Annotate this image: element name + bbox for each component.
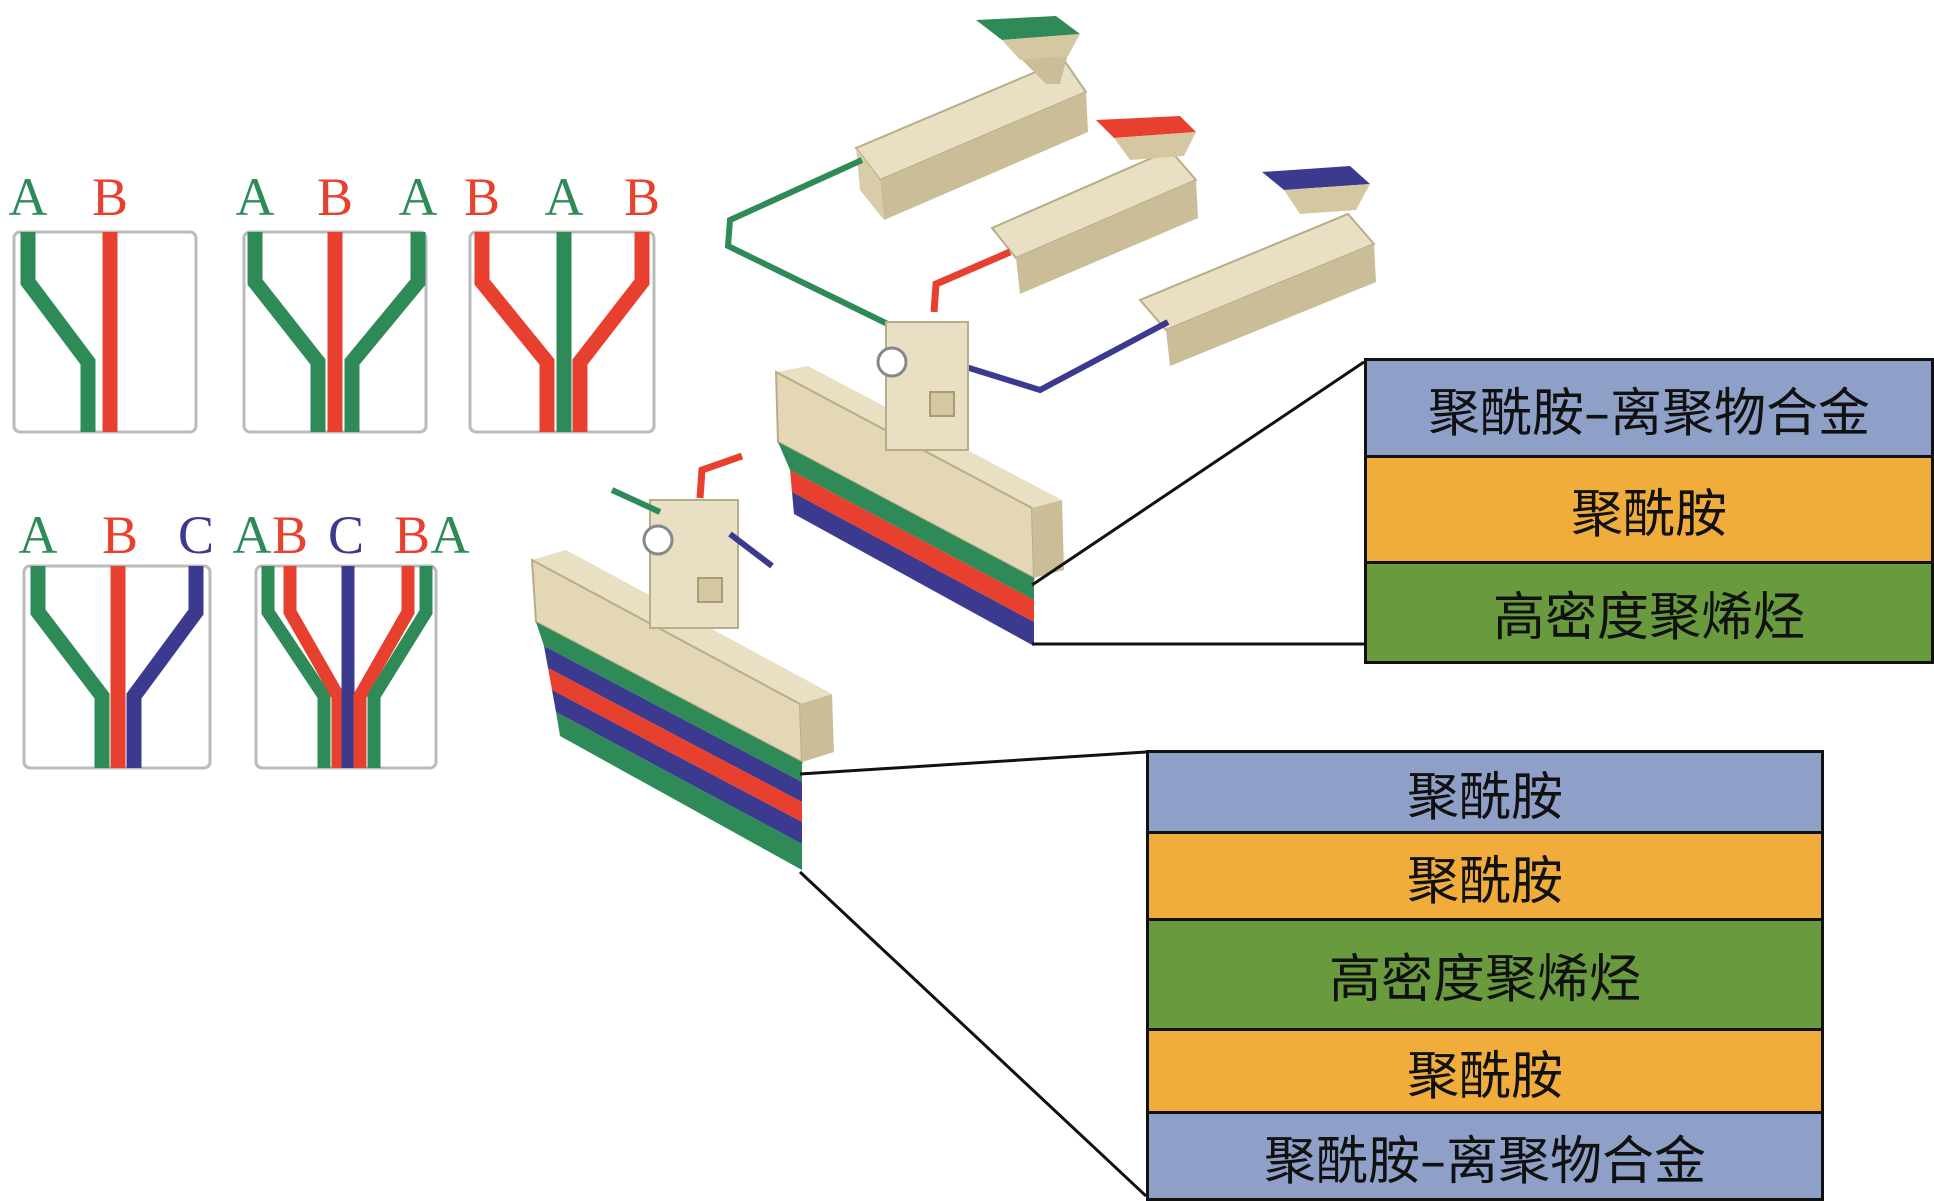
feedblock-scheme-bab: B A B bbox=[464, 167, 660, 434]
feedblock-schemes: A B A B A B A B A B bbox=[9, 167, 660, 770]
scheme-letter: A bbox=[19, 505, 58, 565]
pipe-green bbox=[610, 487, 662, 515]
scheme-letter: A bbox=[236, 167, 275, 227]
die-five-layer bbox=[530, 452, 834, 870]
scheme-letter: A bbox=[233, 505, 272, 565]
gauge-icon bbox=[642, 524, 674, 556]
scheme-letter: B bbox=[102, 505, 138, 565]
channel-a bbox=[247, 232, 326, 432]
hopper-body bbox=[1114, 132, 1196, 160]
die-side bbox=[800, 694, 834, 762]
extruder-green bbox=[854, 16, 1088, 220]
scheme-letter: B bbox=[624, 167, 660, 227]
feedblock-scheme-abcba: A B C B A bbox=[233, 505, 470, 770]
hopper-blue-material bbox=[1262, 166, 1370, 190]
hopper-red-material bbox=[1096, 116, 1196, 138]
feedblock-scheme-abc: A B C bbox=[19, 505, 214, 770]
scheme-letter: A bbox=[545, 167, 584, 227]
scheme-letter: B bbox=[272, 505, 308, 565]
scheme-letter: B bbox=[464, 167, 500, 227]
layer-strip-green bbox=[536, 622, 802, 782]
five-layer-structure: 聚酰胺 聚酰胺 高密度聚烯烃 聚酰胺 聚酰胺–离聚物合金 bbox=[1146, 750, 1824, 1201]
scheme-letter: B bbox=[317, 167, 353, 227]
feedblock-scheme-ab: A B bbox=[9, 167, 198, 434]
pipe-green bbox=[724, 157, 902, 333]
channel-b bbox=[283, 566, 345, 768]
hopper-body bbox=[1002, 34, 1080, 60]
channel-a bbox=[261, 566, 331, 768]
extruder-barrel-side bbox=[1016, 180, 1198, 294]
die-side bbox=[1032, 500, 1064, 578]
layer-row: 聚酰胺–离聚物合金 bbox=[1149, 1114, 1821, 1198]
channel-a bbox=[30, 566, 110, 768]
layer-row: 聚酰胺 bbox=[1149, 834, 1821, 921]
hopper-green-material bbox=[976, 16, 1080, 40]
gauge-icon bbox=[876, 346, 908, 378]
pipe-blue bbox=[728, 531, 774, 569]
leader-line bbox=[799, 750, 1147, 776]
layer-strip-blue bbox=[552, 690, 802, 844]
leader-lines bbox=[798, 360, 1365, 1198]
layer-strip-green bbox=[556, 712, 802, 870]
channel-a bbox=[20, 232, 96, 432]
layer-strip-red bbox=[548, 668, 802, 822]
pipe-red bbox=[696, 452, 744, 499]
hopper-body bbox=[1284, 184, 1370, 214]
die-three-layer bbox=[774, 321, 1064, 646]
layer-row: 高密度聚烯烃 bbox=[1367, 564, 1931, 661]
extruders bbox=[724, 16, 1376, 394]
feedblock-port bbox=[697, 577, 723, 603]
extruder-barrel-side bbox=[880, 92, 1088, 220]
layer-row: 聚酰胺–离聚物合金 bbox=[1367, 361, 1931, 458]
feedblock-port bbox=[929, 391, 955, 417]
scheme-letter: B bbox=[394, 505, 430, 565]
leader-line bbox=[798, 870, 1148, 1198]
layer-row: 聚酰胺 bbox=[1149, 1031, 1821, 1114]
scheme-letter: A bbox=[9, 167, 48, 227]
feedblock-scheme-aba: A B A bbox=[236, 167, 438, 434]
channel-a bbox=[344, 232, 426, 432]
scheme-letter: A bbox=[431, 505, 470, 565]
extruder-barrel-side bbox=[1166, 244, 1376, 366]
extruder-blue bbox=[1138, 166, 1376, 366]
layer-strip-green bbox=[778, 442, 1034, 600]
channel-b bbox=[353, 566, 415, 768]
scheme-letter: A bbox=[399, 167, 438, 227]
layer-strip-blue bbox=[544, 646, 802, 802]
channel-a bbox=[367, 566, 433, 768]
layer-strip-red bbox=[790, 470, 1034, 622]
feedblock-body bbox=[649, 499, 739, 629]
scheme-letter: B bbox=[92, 167, 128, 227]
feedblock-body bbox=[885, 321, 969, 451]
channel-c bbox=[126, 566, 204, 768]
layer-row: 高密度聚烯烃 bbox=[1149, 921, 1821, 1031]
channel-b bbox=[474, 232, 555, 432]
layer-row: 聚酰胺 bbox=[1367, 458, 1931, 564]
extruder-barrel-end bbox=[856, 148, 884, 220]
scheme-letter: C bbox=[178, 505, 214, 565]
pipe-red bbox=[930, 248, 1012, 313]
layer-strip-blue bbox=[792, 492, 1034, 646]
scheme-letter: C bbox=[328, 505, 364, 565]
channel-b bbox=[572, 232, 650, 432]
pipe-blue bbox=[949, 319, 1170, 394]
layer-row: 聚酰胺 bbox=[1149, 753, 1821, 834]
leader-line bbox=[1031, 360, 1365, 587]
three-layer-structure: 聚酰胺–离聚物合金 聚酰胺 高密度聚烯烃 bbox=[1364, 358, 1934, 664]
extruder-red bbox=[990, 116, 1198, 294]
